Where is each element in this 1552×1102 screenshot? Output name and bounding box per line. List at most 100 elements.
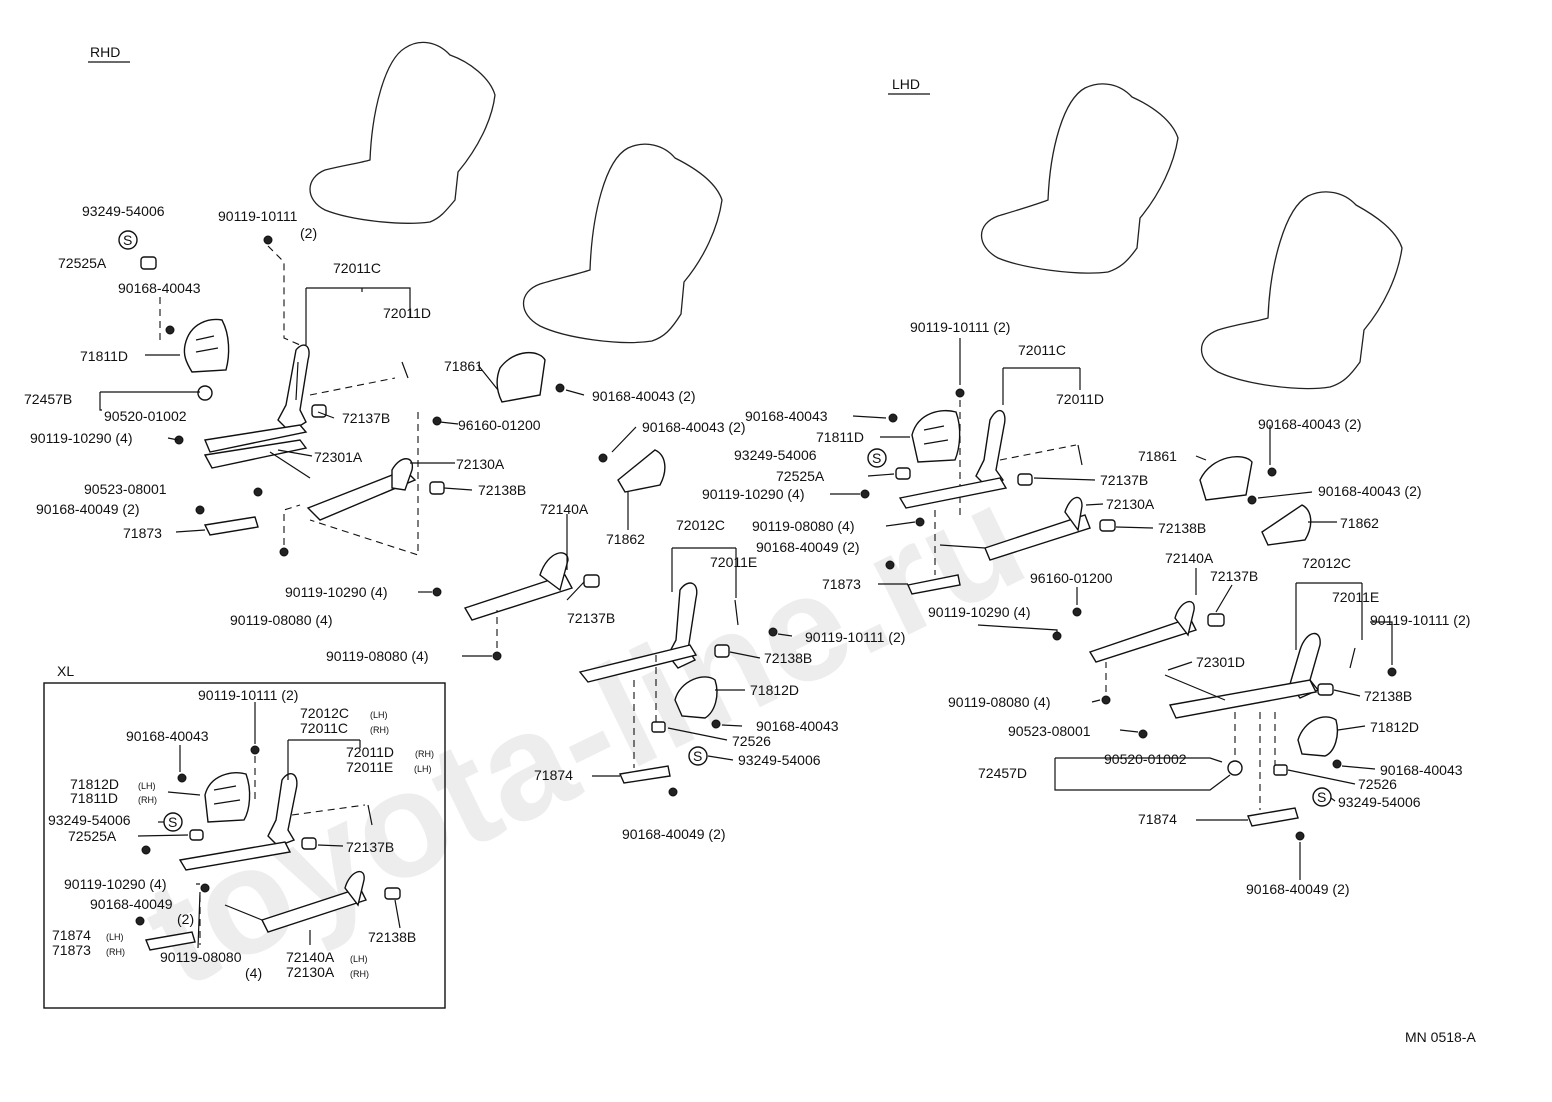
label-72457b: 72457B xyxy=(24,391,72,407)
seat-rail-72140a-72130a xyxy=(261,887,367,933)
cover-71874 xyxy=(1247,807,1299,827)
label-90520-01002: 90520-01002 xyxy=(1104,751,1187,767)
lhd-parts: S S xyxy=(860,388,1397,841)
label-71873: 71873 xyxy=(822,576,861,592)
cover-71874 xyxy=(618,765,671,784)
label-90168-40043: 90168-40043 xyxy=(745,408,828,424)
label-90168-40043-qty: 90168-40043 (2) xyxy=(642,419,746,435)
seat-rail-72140a xyxy=(463,574,574,621)
svg-text:(RH): (RH) xyxy=(370,725,389,735)
label-90168-40049: 90168-40049 (2) xyxy=(622,826,726,842)
label-71873: 71873 xyxy=(52,942,91,958)
nut-icon xyxy=(915,517,925,527)
heading-rhd: RHD xyxy=(90,44,120,60)
clip-icon xyxy=(1072,607,1082,617)
bolt-icon xyxy=(250,745,260,755)
label-90523-08001: 90523-08001 xyxy=(1008,723,1091,739)
figure-code: MN 0518-A xyxy=(1405,1029,1476,1045)
label-72457d: 72457D xyxy=(978,765,1027,781)
cap-72138b xyxy=(714,644,730,658)
label-72525a: 72525A xyxy=(68,828,117,844)
watermark: toyota-line.ru xyxy=(120,451,1048,1018)
cover-71874-71873 xyxy=(145,931,196,951)
cover-71812d xyxy=(674,676,718,719)
clip-72525a xyxy=(895,467,911,480)
label-71861: 71861 xyxy=(444,358,483,374)
nut-icon xyxy=(1138,729,1148,739)
bolt-icon xyxy=(885,560,895,570)
svg-text:(RH): (RH) xyxy=(350,969,369,979)
s-mark: S xyxy=(693,748,702,764)
cover-71861 xyxy=(1199,455,1253,501)
label-93249-54006: 93249-54006 xyxy=(734,447,817,463)
clip-icon xyxy=(432,416,442,426)
cover-71811d xyxy=(183,318,230,373)
label-90119-10111: 90119-10111 (2) xyxy=(910,319,1010,335)
label-72138b: 72138B xyxy=(478,482,526,498)
label-71862: 71862 xyxy=(1340,515,1379,531)
seat-rail xyxy=(203,439,308,469)
label-72011c: 72011C xyxy=(333,260,381,276)
label-72138b: 72138B xyxy=(1158,520,1206,536)
bolt-icon xyxy=(195,505,205,515)
label-90119-10290: 90119-10290 (4) xyxy=(285,584,387,600)
label-90119-10111: 90119-10111 xyxy=(218,208,298,224)
screw-icon xyxy=(1332,759,1342,769)
label-90119-08080: 90119-08080 (4) xyxy=(326,648,428,664)
label-96160-01200: 96160-01200 xyxy=(458,417,541,433)
label-72140a: 72140A xyxy=(286,949,335,965)
label-71812d: 71812D xyxy=(70,776,119,792)
lhd-leaders xyxy=(830,338,1393,880)
label-72301a: 72301A xyxy=(314,449,363,465)
svg-text:(LH): (LH) xyxy=(350,954,368,964)
label-71874: 71874 xyxy=(52,927,91,943)
label-90119-08080: 90119-08080 (4) xyxy=(948,694,1050,710)
label-72012c: 72012C xyxy=(1302,555,1351,571)
label-72011e: 72011E xyxy=(346,759,393,775)
bolt-icon xyxy=(165,325,175,335)
seat-rail-72140a xyxy=(1088,617,1197,663)
xl-parts: S xyxy=(135,745,401,951)
label-90119-08080: 90119-08080 (4) xyxy=(230,612,332,628)
seat-rail-72130a xyxy=(306,469,417,521)
label-71862: 71862 xyxy=(606,531,645,547)
label-72526: 72526 xyxy=(732,733,771,749)
cap-72137b xyxy=(311,404,327,418)
label-72011c: 72011C xyxy=(300,720,348,736)
cover-71812d-71811d xyxy=(204,772,251,823)
bolt-icon xyxy=(668,787,678,797)
recliner-72011c xyxy=(277,344,310,433)
cap-72138b xyxy=(384,887,401,900)
svg-text:(LH): (LH) xyxy=(106,932,124,942)
label-72525a: 72525A xyxy=(58,255,107,271)
s-mark-circle xyxy=(688,746,708,766)
seat-outline-rhd-front xyxy=(523,143,723,344)
label-72138b: 72138B xyxy=(1364,688,1412,704)
cover-71862 xyxy=(1261,504,1312,546)
s-mark: S xyxy=(168,814,177,830)
label-71812d: 71812D xyxy=(750,682,799,698)
bolt-icon xyxy=(135,916,145,926)
label-90119-10111: 90119-10111 (2) xyxy=(805,629,905,645)
screw-icon xyxy=(177,773,187,783)
label-72130a: 72130A xyxy=(456,456,505,472)
rhd-parts: S xyxy=(118,230,778,797)
bolt-icon xyxy=(1295,831,1305,841)
label-72012c: 72012C xyxy=(300,705,349,721)
bolt-icon xyxy=(1101,695,1111,705)
xl-labels: 90119-10111 (2) 72012C (LH) 72011C (RH) … xyxy=(48,687,434,981)
label-72137b: 72137B xyxy=(567,610,615,626)
label-90168-40043-qty: 90168-40043 (2) xyxy=(592,388,696,404)
bolt-icon xyxy=(492,651,502,661)
heading-xl: XL xyxy=(57,663,74,679)
bolt-icon xyxy=(263,235,273,245)
label-72140a: 72140A xyxy=(1165,550,1214,566)
cap-72137b xyxy=(583,574,600,588)
label-90168-40049: 90168-40049 (2) xyxy=(1246,881,1350,897)
label-71812d: 71812D xyxy=(1370,719,1419,735)
screw-icon xyxy=(888,413,898,423)
label-72140a: 72140A xyxy=(540,501,589,517)
cap-72138b xyxy=(1317,683,1334,696)
rhd-leaders xyxy=(99,287,793,777)
